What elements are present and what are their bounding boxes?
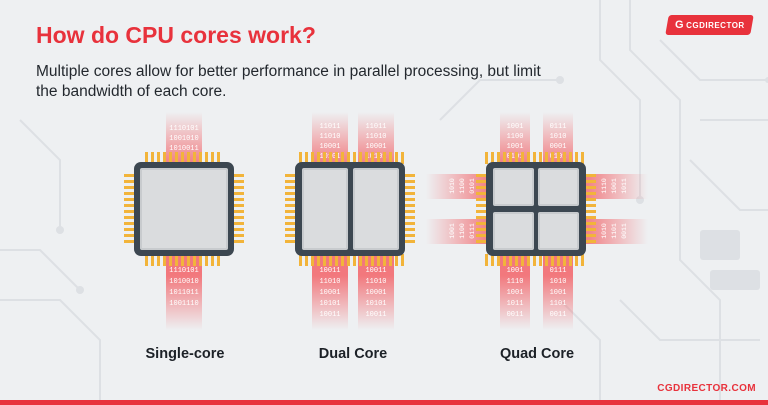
binary-text: 1010010 [169, 278, 198, 286]
binary-text: 10001 [319, 289, 340, 297]
binary-text: 1001 [611, 178, 618, 194]
binary-text: 1001 [449, 223, 456, 239]
binary-text: 10001 [365, 289, 386, 297]
binary-text: 1010011 [169, 145, 198, 153]
footer-accent-bar [0, 400, 768, 405]
quad-core-label: Quad Core [499, 346, 575, 362]
binary-text: 1001 [507, 289, 524, 297]
binary-text: 1110101 [169, 267, 198, 275]
binary-text: 0101 [469, 178, 476, 194]
binary-text: 1101 [611, 223, 618, 239]
page-subtitle: Multiple cores allow for better performa… [36, 63, 541, 100]
binary-text: 1001010 [169, 135, 198, 143]
binary-text: 1011 [507, 300, 524, 308]
binary-text: 0111 [550, 123, 567, 131]
binary-text: 0001 [550, 143, 567, 151]
single-core-chip [124, 152, 244, 266]
binary-text: 0111 [469, 223, 476, 239]
cpu-core [495, 214, 532, 248]
page-title: How do CPU cores work? [36, 22, 316, 48]
binary-text: 0111 [550, 267, 567, 275]
binary-text: 10001 [365, 143, 386, 151]
binary-text: 1001 [507, 267, 524, 275]
binary-text: 11010 [365, 133, 386, 141]
binary-text: 0011 [507, 311, 524, 319]
binary-text: 10001 [319, 143, 340, 151]
binary-text: 1010 [601, 223, 608, 239]
cpu-core [540, 214, 577, 248]
binary-text: 1100 [507, 133, 524, 141]
cpu-core [355, 170, 397, 248]
cpu-core [142, 170, 226, 248]
dual-core-chip [285, 152, 415, 266]
cpu-core [304, 170, 346, 248]
binary-text: 1110 [507, 278, 524, 286]
binary-text: 1001 [507, 143, 524, 151]
quad-core-chip [476, 152, 596, 266]
cpu-core [495, 170, 532, 204]
binary-text: 1001 [550, 289, 567, 297]
binary-text: 1110101 [169, 125, 198, 133]
binary-text: 10011 [365, 311, 386, 319]
binary-text: 10011 [319, 311, 340, 319]
footer-brand: CGDIRECTOR.COM [657, 383, 756, 394]
cpu-core [540, 170, 577, 204]
binary-text: 10011 [319, 267, 340, 275]
binary-text: 1011 [621, 178, 628, 194]
binary-text: 1011011 [169, 289, 198, 297]
binary-text: 1001110 [169, 300, 198, 308]
binary-text: 10011 [365, 267, 386, 275]
binary-text: 1100 [459, 223, 466, 239]
binary-text: 11010 [319, 278, 340, 286]
binary-text: 1010 [550, 278, 567, 286]
single-core-label: Single-core [145, 346, 225, 362]
binary-text: 1101 [550, 300, 567, 308]
binary-text: 1001 [507, 123, 524, 131]
binary-text: 10101 [365, 153, 386, 161]
binary-text: 11010 [365, 278, 386, 286]
binary-text: 1110 [601, 178, 608, 194]
binary-text: 0011 [621, 223, 628, 239]
binary-text: 1100 [459, 178, 466, 194]
binary-text: 10101 [319, 300, 340, 308]
binary-text: 11011 [319, 123, 340, 131]
binary-text: 1010 [449, 178, 456, 194]
binary-text: 10101 [365, 300, 386, 308]
binary-text: 11011 [365, 123, 386, 131]
binary-text: 0011 [550, 311, 567, 319]
binary-text: 11010 [319, 133, 340, 141]
binary-text: 1010 [550, 133, 567, 141]
dual-core-label: Dual Core [318, 346, 388, 362]
